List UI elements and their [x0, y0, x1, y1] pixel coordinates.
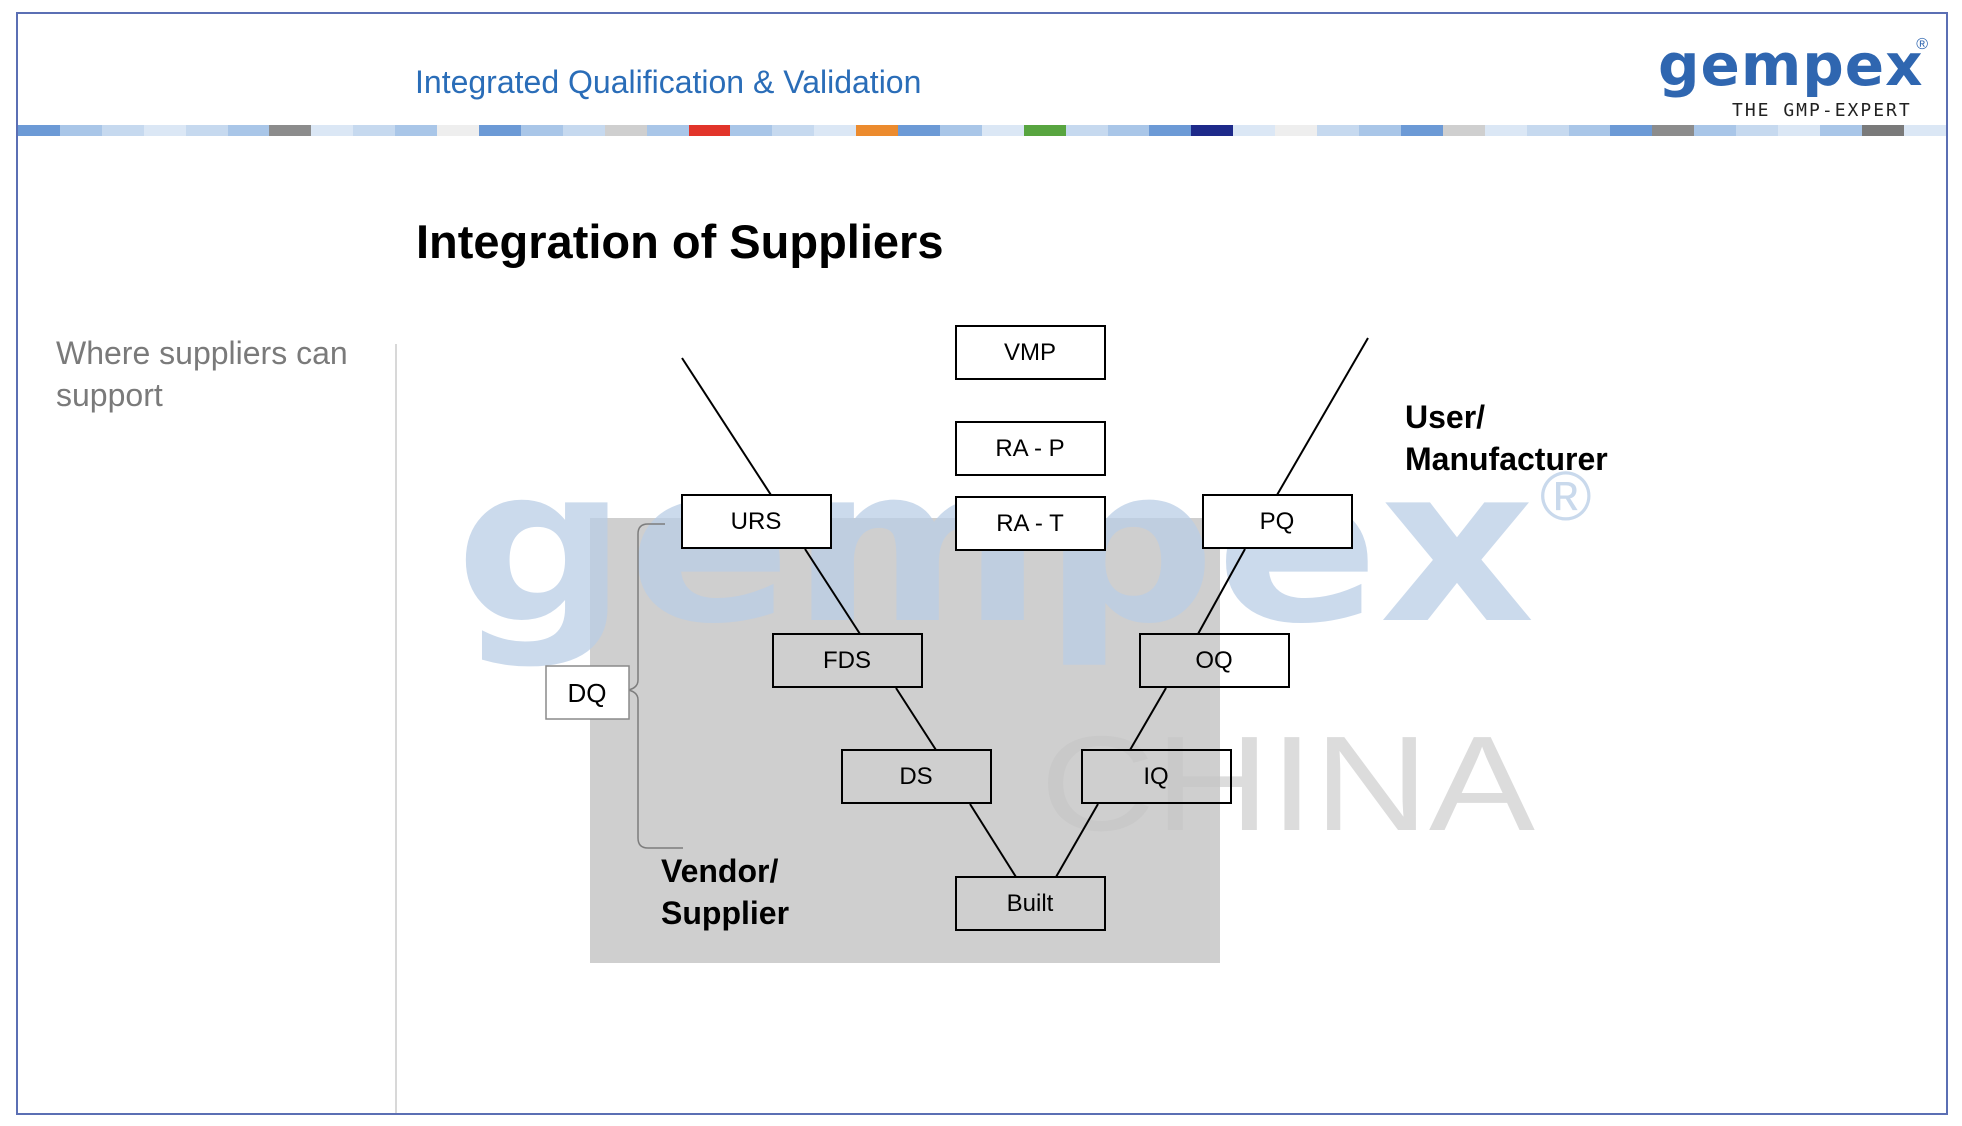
stripe-segment: [1694, 125, 1737, 136]
line-oq-pq: [1197, 548, 1246, 635]
logo-tagline: THE GMP-EXPERT: [1732, 100, 1912, 121]
line-fds-ds: [895, 687, 937, 751]
stripe-segment: [604, 125, 647, 136]
stripe-segment: [353, 125, 396, 136]
stripe-segment: [18, 125, 60, 136]
stripe-segment: [1317, 125, 1359, 136]
logo-wordmark: gempex: [1658, 31, 1924, 99]
line-iq-oq: [1129, 687, 1167, 751]
stripe-segment: [1778, 125, 1820, 136]
box-ds: DS: [841, 749, 992, 804]
box-ra-t-label: RA - T: [996, 510, 1064, 537]
box-built-label: Built: [1007, 890, 1054, 917]
box-fds: FDS: [772, 633, 923, 688]
stripe-segment: [520, 125, 563, 136]
box-oq: OQ: [1139, 633, 1290, 688]
stripe-segment: [1107, 125, 1150, 136]
stripe-segment: [1191, 125, 1234, 136]
box-urs: URS: [681, 494, 832, 549]
stripe-segment: [772, 125, 815, 136]
stripe-segment: [1442, 125, 1485, 136]
stripe-segment: [814, 125, 857, 136]
stripe-segment: [1065, 125, 1108, 136]
stripe-segment: [59, 125, 102, 136]
line-built-iq: [1055, 803, 1099, 878]
box-pq: PQ: [1202, 494, 1353, 549]
stripe-segment: [1400, 125, 1443, 136]
stripe-segment: [227, 125, 270, 136]
stripe-segment: [269, 125, 312, 136]
label-manufacturer: Manufacturer: [1405, 441, 1608, 477]
box-ra-p-label: RA - P: [995, 435, 1064, 462]
color-stripe-bar: [18, 125, 1946, 136]
box-fds-label: FDS: [823, 647, 871, 674]
stripe-segment: [730, 125, 773, 136]
watermark-registered: ®: [1540, 457, 1592, 535]
stripe-segment: [1233, 125, 1276, 136]
stripe-segment: [688, 125, 731, 136]
stripe-segment: [1275, 125, 1318, 136]
stripe-segment: [898, 125, 940, 136]
box-dq-label: DQ: [568, 678, 607, 708]
box-vmp-label: VMP: [1004, 339, 1056, 366]
watermark-china: CHINA: [1040, 708, 1535, 859]
stripe-segment: [1484, 125, 1527, 136]
stripe-segment: [981, 125, 1024, 136]
box-oq-label: OQ: [1195, 647, 1232, 674]
side-note: Where suppliers can support: [56, 335, 348, 413]
box-urs-label: URS: [731, 508, 782, 535]
box-ra-t: RA - T: [955, 496, 1106, 551]
vendor-area: [590, 518, 1220, 963]
stripe-segment: [1652, 125, 1695, 136]
stripe-segment: [478, 125, 521, 136]
box-vmp: VMP: [955, 325, 1106, 380]
stripe-segment: [437, 125, 479, 136]
box-pq-label: PQ: [1260, 508, 1295, 535]
box-ds-label: DS: [899, 763, 932, 790]
stripe-segment: [311, 125, 354, 136]
box-built: Built: [955, 876, 1106, 931]
stripe-segment: [1526, 125, 1569, 136]
stripe-segment: [1861, 125, 1904, 136]
box-ra-p: RA - P: [955, 421, 1106, 476]
stripe-segment: [101, 125, 144, 136]
v-model-lines: [681, 337, 1369, 878]
stripe-segment: [1149, 125, 1192, 136]
label-supplier: Supplier: [661, 895, 789, 931]
stripe-segment: [1568, 125, 1611, 136]
stripe-segment: [395, 125, 438, 136]
box-dq: DQ: [545, 665, 630, 720]
stripe-segment: [1610, 125, 1653, 136]
header-title: Integrated Qualification & Validation: [415, 64, 922, 100]
stripe-segment: [1359, 125, 1401, 136]
stripe-segment: [1736, 125, 1779, 136]
stripe-segment: [856, 125, 899, 136]
line-ds-built: [969, 803, 1017, 878]
line-urs-in: [681, 357, 772, 496]
line-pq-out: [1276, 337, 1369, 496]
vertical-divider: [395, 344, 397, 1113]
stripe-segment: [1903, 125, 1946, 136]
stripe-segment: [562, 125, 605, 136]
label-vendor: Vendor/: [661, 853, 778, 889]
stripe-segment: [143, 125, 186, 136]
logo-registered-mark: ®: [1916, 36, 1928, 53]
box-iq-label: IQ: [1143, 763, 1168, 790]
slide-title: Integration of Suppliers: [416, 215, 944, 268]
stripe-segment: [939, 125, 982, 136]
stripe-segment: [1819, 125, 1862, 136]
gempex-logo: gempex ® THE GMP-EXPERT: [1658, 36, 1928, 126]
box-iq: IQ: [1081, 749, 1232, 804]
line-urs-fds: [804, 548, 861, 635]
stripe-segment: [646, 125, 689, 136]
label-user: User/: [1405, 399, 1485, 435]
stripe-segment: [1023, 125, 1066, 136]
stripe-segment: [185, 125, 228, 136]
